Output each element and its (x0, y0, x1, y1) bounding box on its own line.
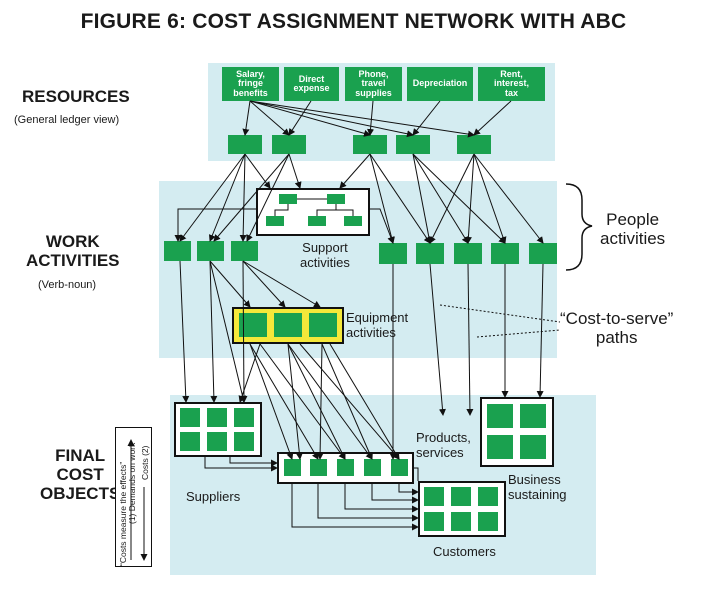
support-activities-label: Support activities (300, 240, 350, 270)
business-box (520, 435, 546, 459)
customer-box (451, 512, 471, 531)
suppliers-label: Suppliers (186, 489, 241, 504)
resource-driver-box (272, 135, 306, 154)
work-activities-sublabel: (Verb-noun) (38, 279, 97, 291)
cost-to-serve-callout: “Cost-to-serve” paths (560, 309, 674, 347)
business-box (520, 404, 546, 428)
resources-label: RESOURCES (22, 87, 130, 106)
people-activity-box (454, 243, 482, 264)
support-activity-box (344, 216, 362, 226)
resource-driver-box (396, 135, 430, 154)
activity-box (231, 241, 258, 261)
resource-box-phone: Phone, travel supplies (345, 67, 402, 101)
equipment-activity-box (274, 313, 302, 337)
equipment-activity-box (309, 313, 337, 337)
final-cost-objects-label: FINAL COST OBJECTS (40, 446, 121, 503)
customer-box (424, 487, 444, 506)
customer-box (451, 487, 471, 506)
customer-box (424, 512, 444, 531)
resource-box-depreciation: Depreciation (407, 67, 473, 101)
customers-label: Customers (433, 544, 496, 559)
resource-box-salary: Salary, fringe benefits (222, 67, 279, 101)
resource-driver-box (228, 135, 262, 154)
supplier-box (207, 408, 227, 427)
supplier-box (234, 408, 254, 427)
customer-box (478, 487, 498, 506)
products-services-label: Products, services (416, 430, 471, 460)
supplier-box (234, 432, 254, 451)
resource-box-rent: Rent, interest, tax (478, 67, 545, 101)
product-box (337, 459, 354, 476)
customer-box (478, 512, 498, 531)
support-activity-box (308, 216, 326, 226)
supplier-box (207, 432, 227, 451)
people-activity-box (491, 243, 519, 264)
resources-sublabel: (General ledger view) (14, 114, 120, 126)
supplier-box (180, 432, 200, 451)
figure-title: FIGURE 6: COST ASSIGNMENT NETWORK WITH A… (80, 10, 627, 33)
product-box (284, 459, 301, 476)
resource-box-direct-expense: Direct expense (284, 67, 339, 101)
resource-driver-box (457, 135, 491, 154)
legend-frame (115, 427, 152, 567)
business-sustaining-label: Business sustaining (508, 472, 567, 502)
product-box (310, 459, 327, 476)
business-box (487, 404, 513, 428)
product-box (391, 459, 408, 476)
resource-driver-box (353, 135, 387, 154)
product-box (364, 459, 381, 476)
activity-box (164, 241, 191, 261)
people-activities-callout: People activities (600, 210, 666, 248)
support-activity-box (266, 216, 284, 226)
business-box (487, 435, 513, 459)
support-activity-box (279, 194, 297, 204)
support-activity-box (327, 194, 345, 204)
activity-box (197, 241, 224, 261)
people-activity-box (529, 243, 557, 264)
work-activities-label: WORK ACTIVITIES (26, 232, 120, 270)
people-activity-box (416, 243, 444, 264)
people-activity-box (379, 243, 407, 264)
supplier-box (180, 408, 200, 427)
